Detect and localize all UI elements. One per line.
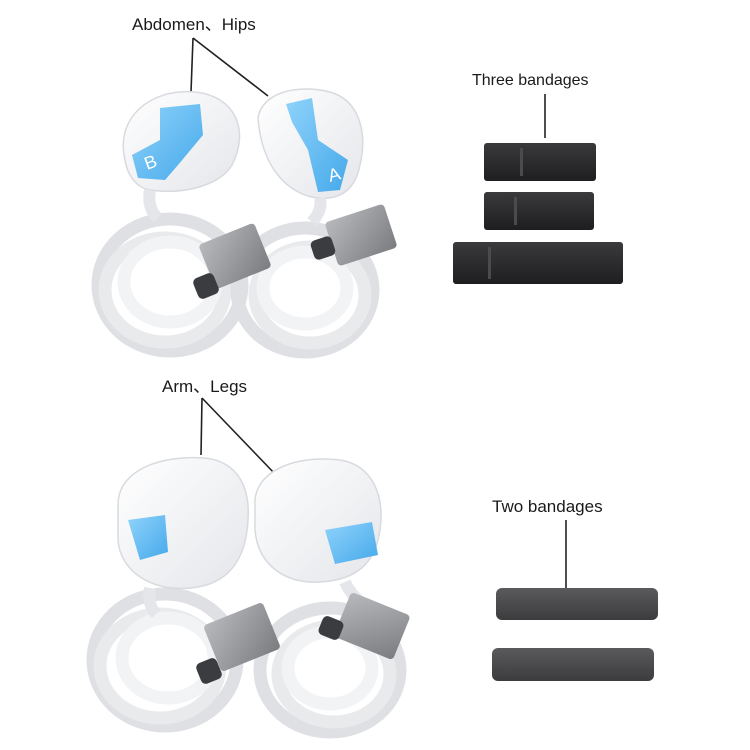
connector-top-left — [193, 223, 271, 299]
blue-panel-b — [132, 104, 203, 180]
bandage-4 — [496, 588, 658, 620]
handle-leg-right — [254, 458, 382, 613]
bandage-3 — [453, 242, 623, 284]
connector-bottom-left — [196, 603, 280, 684]
bandage-1 — [484, 143, 596, 181]
blue-panel-a — [286, 98, 348, 192]
handle-b: B — [122, 90, 241, 223]
label-abdomen-hips: Abdomen、Hips — [132, 15, 256, 34]
handle-arm-left — [117, 456, 249, 619]
bandage-2 — [484, 192, 594, 230]
letter-a: A — [326, 163, 343, 185]
cable-coil-top-right — [230, 221, 380, 359]
connector-bottom-right — [318, 592, 410, 660]
label-two-bandages: Two bandages — [492, 497, 603, 516]
bandage-5 — [492, 648, 654, 681]
blue-panel-right — [325, 522, 378, 564]
blue-panel-left — [128, 515, 168, 560]
label-three-bandages: Three bandages — [472, 72, 589, 89]
label-arm-legs: Arm、Legs — [162, 377, 248, 396]
handle-a: A — [257, 88, 364, 226]
connector-top-right — [310, 204, 397, 266]
